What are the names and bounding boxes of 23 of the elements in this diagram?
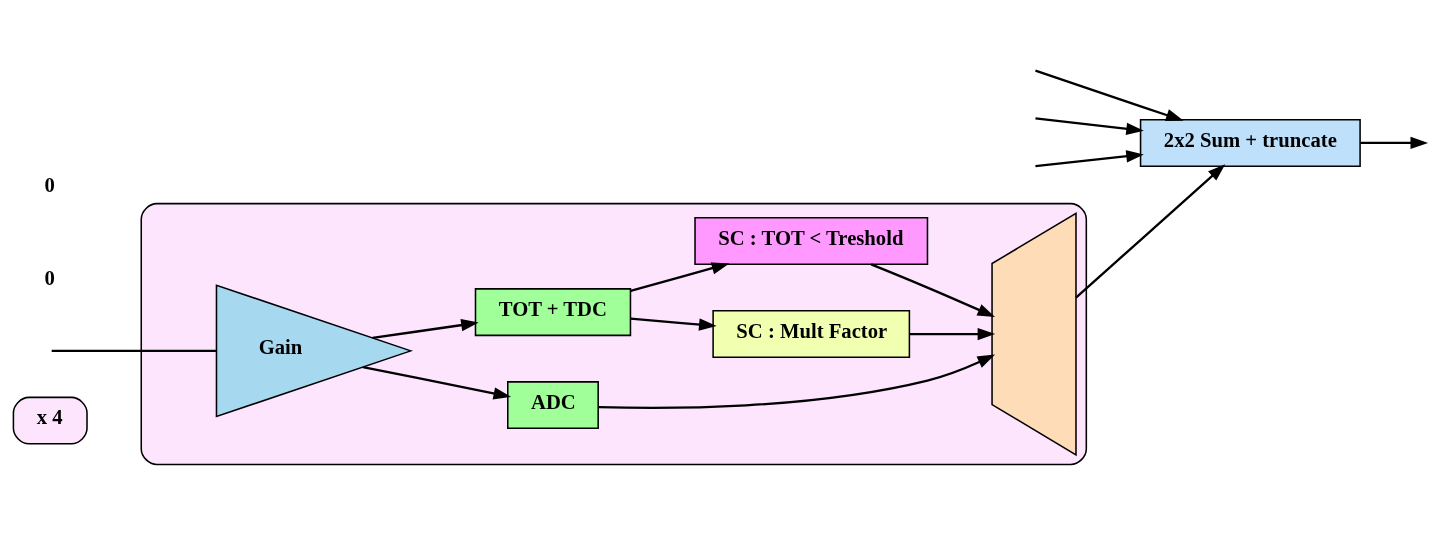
arrow [1035, 69, 1184, 121]
arrow [362, 365, 512, 399]
node-box: 2x2 Sum + truncate [1139, 118, 1361, 167]
arrow [909, 327, 996, 340]
node-box: ADC [507, 380, 599, 429]
arrow [630, 317, 717, 331]
label: 0 [44, 173, 55, 196]
node-box: SC : Mult Factor [712, 309, 911, 358]
label: 0 [44, 266, 55, 289]
arrow [870, 262, 996, 317]
arrow [598, 354, 996, 409]
arrow [1075, 163, 1226, 299]
cluster [140, 202, 1088, 465]
arrow [630, 261, 730, 292]
arrow [1360, 136, 1429, 149]
arrow [1035, 149, 1144, 167]
node-trapezoid [991, 211, 1077, 456]
connector [51, 349, 217, 352]
arrow [372, 318, 479, 339]
arrow [1035, 116, 1144, 135]
node-box: x 4 [12, 396, 88, 445]
node-box: TOT + TDC [474, 287, 632, 336]
node-box: SC : TOT < Treshold [694, 216, 929, 265]
